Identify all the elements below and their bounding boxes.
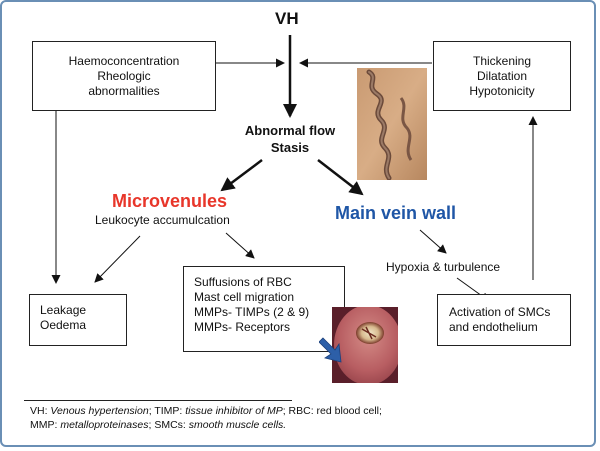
node-activation-line2: and endothelium [449, 320, 538, 334]
node-activation-line1: Activation of SMCs [449, 305, 551, 319]
footer-legend: VH: Venous hypertension; TIMP: tissue in… [30, 404, 590, 432]
footer-line2-segment-1: metalloproteinases [60, 419, 149, 431]
footer-line2-segment-0: MMP: [30, 419, 61, 431]
footer-line-2: MMP: metalloproteinases; SMCs: smooth mu… [30, 418, 590, 432]
node-microvenules: Microvenules [112, 191, 228, 211]
footer-line1-segment-0: VH: [30, 405, 51, 417]
node-suffusions-line3: MMPs- TIMPs (2 & 9) [194, 305, 310, 319]
node-abnormal-flow: Abnormal flow Stasis [225, 122, 355, 156]
footer-line2-segment-3: smooth muscle cells. [188, 419, 287, 431]
footer-line-1: VH: Venous hypertension; TIMP: tissue in… [30, 404, 590, 418]
ulcer-photo [332, 307, 398, 383]
node-flow-line2: Stasis [270, 140, 310, 155]
node-haemo-line1: Haemoconcentration [68, 53, 180, 68]
node-thickening-line2: Dilatation [476, 68, 528, 83]
node-suffusions-line1: Suffusions of RBC [194, 275, 292, 289]
varicose-vein-image [357, 68, 427, 180]
node-suffusions: Suffusions of RBC Mast cell migration MM… [183, 266, 345, 352]
varicose-vein-photo [357, 68, 427, 180]
footer-line1-segment-1: Venous hypertension [50, 405, 149, 417]
node-leakage-line1: Leakage [40, 303, 87, 317]
node-main-vein-wall: Main vein wall [335, 203, 457, 223]
node-flow-line1: Abnormal flow [244, 123, 336, 138]
node-leakage: Leakage Oedema [29, 294, 127, 346]
diagram-title: VH [275, 9, 299, 28]
arrow-flow-to-mainvein [317, 159, 364, 196]
node-leukocyte: Leukocyte accumulcation [95, 213, 230, 227]
node-hypoxia: Hypoxia & turbulence [386, 260, 501, 274]
arrow-flow-to-microvenules [220, 159, 263, 192]
footer-line1-segment-4: ; RBC: red blood cell; [282, 405, 382, 417]
footer-line1-segment-2: ; TIMP: [148, 405, 186, 417]
node-haemoconcentration: Haemoconcentration Rheologic abnormaliti… [32, 41, 216, 111]
ulcer-image [332, 307, 398, 383]
arrow-leukocyte-to-suffusions [225, 232, 255, 259]
node-leakage-line2: Oedema [40, 318, 87, 332]
arrow-mainvein-to-hypoxia [419, 229, 447, 254]
node-haemo-line2: Rheologic [97, 68, 151, 83]
arrow-leukocyte-to-leakage [94, 235, 141, 283]
node-thickening-line1: Thickening [472, 53, 532, 68]
node-thickening-line3: Hypotonicity [469, 83, 535, 98]
node-thickening: Thickening Dilatation Hypotonicity [433, 41, 571, 111]
node-suffusions-line2: Mast cell migration [194, 290, 295, 304]
footer-line2-segment-2: ; SMCs: [148, 419, 189, 431]
footer-divider [24, 400, 292, 401]
node-activation: Activation of SMCs and endothelium [437, 294, 571, 346]
footer-line1-segment-3: tissue inhibitor of MP [185, 405, 283, 417]
node-haemo-line3: abnormalities [88, 83, 160, 98]
pointer-arrow-icon [319, 337, 342, 363]
node-suffusions-line4: MMPs- Receptors [194, 320, 291, 334]
